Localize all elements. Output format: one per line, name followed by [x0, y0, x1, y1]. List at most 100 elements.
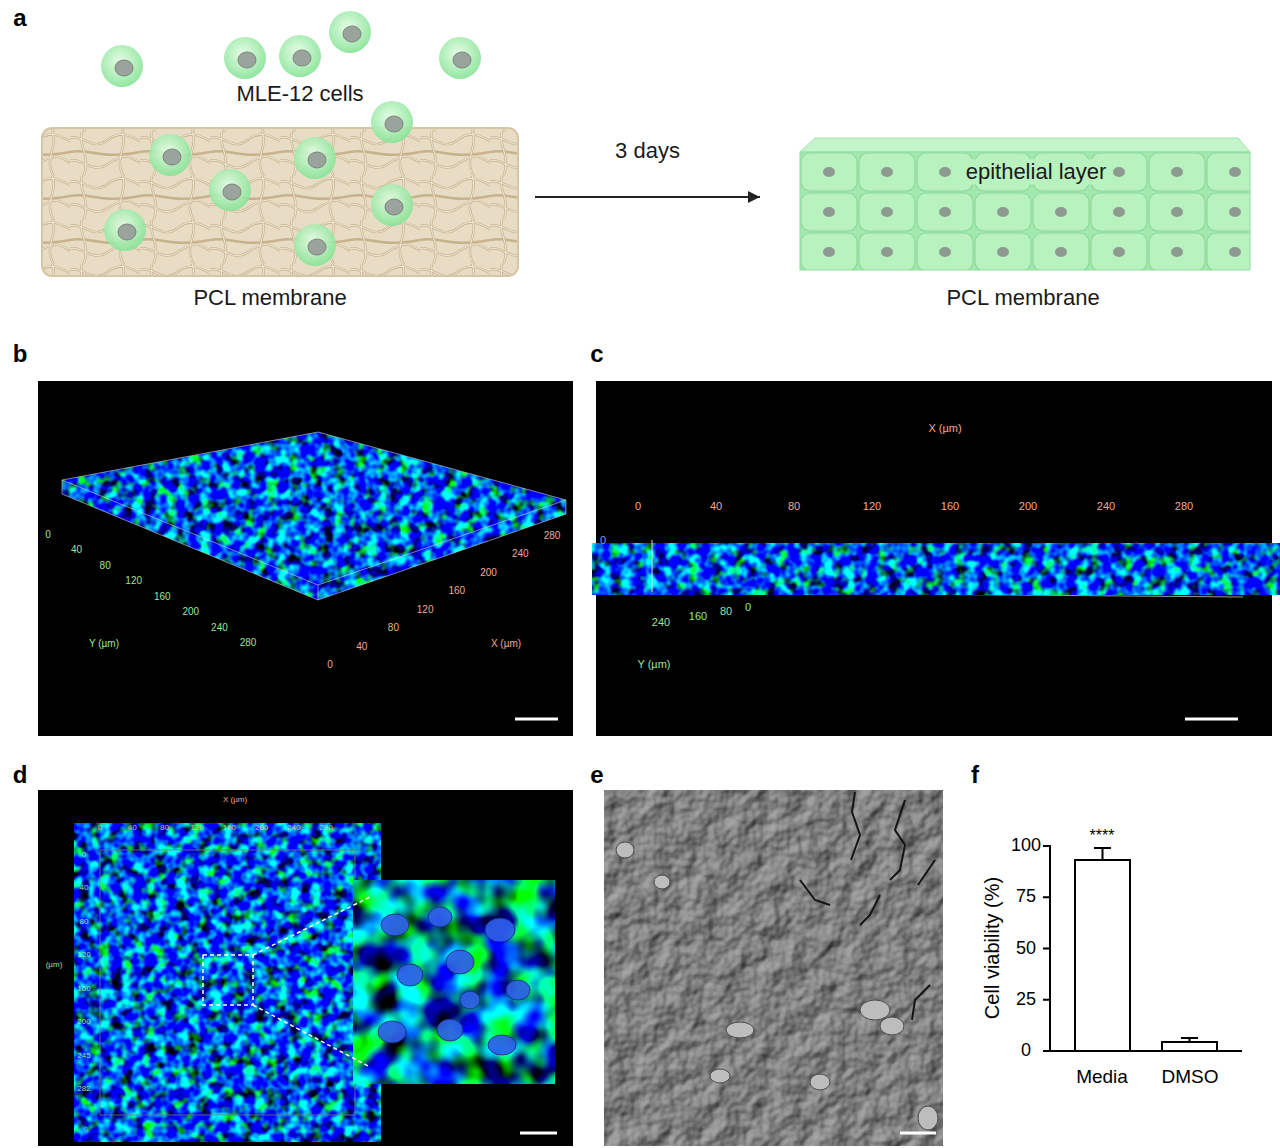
zoom-marker: [203, 897, 370, 1067]
cell: [371, 101, 413, 143]
axis-tick: 160: [689, 610, 707, 622]
cell: [453, 52, 471, 68]
axis-tick: 200: [255, 824, 268, 833]
bar-chart: [1043, 845, 1242, 1052]
cell: [329, 11, 371, 53]
cell: [115, 60, 133, 76]
cell: [371, 184, 413, 226]
axis-tick: 80: [788, 500, 800, 512]
zoom-marker: [203, 955, 253, 1005]
cracks: [800, 880, 830, 905]
epithelial-illustration: [800, 138, 1250, 270]
error-bar: [1094, 848, 1111, 860]
axis-tick: 240: [512, 548, 529, 559]
cell: [294, 137, 336, 179]
nuclei: [485, 918, 515, 942]
confocal-top-panel: [38, 790, 573, 1146]
axis-tick: 280: [240, 637, 257, 648]
cell-stain: [55, 425, 575, 610]
scale-bar: [900, 1132, 936, 1135]
cell: [104, 209, 146, 251]
cell: [294, 224, 336, 266]
category-label: Media: [1076, 1067, 1128, 1088]
cell: [223, 184, 241, 200]
axis-tick: 80: [80, 917, 89, 926]
axis-tick: 240: [211, 621, 228, 632]
nuclei: [446, 950, 474, 974]
layer-top: [800, 138, 1250, 152]
image-ground: [604, 790, 943, 1146]
axis-tick: 40: [80, 884, 89, 893]
zoom-marker: [253, 1005, 370, 1067]
nuclei: [381, 914, 409, 936]
axis-tick: 280: [544, 530, 561, 541]
axis-tick: 200: [77, 1018, 90, 1027]
cell: [163, 149, 181, 165]
cell-stain: [652, 548, 1243, 590]
axis-tick: 0: [635, 500, 641, 512]
axis-title: Y (µm): [637, 658, 670, 670]
axis-title: X (µm): [491, 638, 521, 649]
category-label: DMSO: [1162, 1067, 1219, 1088]
axis-tick: 120: [417, 603, 434, 614]
axis-tick: 282: [77, 1085, 90, 1094]
axis-tick: 200: [1019, 500, 1037, 512]
axis-tick: 240: [287, 824, 300, 833]
axis-title: X (µm): [223, 796, 247, 805]
axis-tick: 40: [710, 500, 722, 512]
axis-tick: 75: [1016, 887, 1036, 907]
cracks: [800, 792, 935, 1020]
process-arrow: [535, 196, 760, 198]
cell: [238, 52, 256, 68]
nuclei: [378, 907, 530, 1055]
cell-bodies: [616, 842, 634, 858]
image-ground: [38, 790, 573, 1146]
cell: [101, 45, 143, 87]
axis-tick: 80: [388, 622, 399, 633]
nuclei: [437, 1019, 463, 1041]
axis-tick: 160: [154, 590, 171, 601]
axis-tick: 0: [745, 601, 751, 613]
axis-tick: 40: [356, 640, 367, 651]
cell-stain: [100, 850, 355, 1115]
axis-title: X (µm): [928, 422, 961, 434]
nuclei: [488, 1035, 516, 1055]
cell: [209, 169, 251, 211]
cell: [224, 37, 266, 79]
cell: [279, 35, 321, 77]
cell: [439, 37, 481, 79]
axis-tick: 120: [77, 951, 90, 960]
axis-tick: 0: [1021, 1041, 1031, 1061]
cell: [439, 37, 481, 79]
axis-tick: 200: [480, 566, 497, 577]
scale-bar: [515, 718, 558, 721]
cell: [224, 37, 266, 79]
illustration-node: MLE-12 cellsPCL membrane: [40, 20, 535, 317]
axis-tick: 240: [1097, 500, 1115, 512]
cell: [385, 199, 403, 215]
axis-tick: 25: [1016, 990, 1036, 1010]
significance-mark: ****: [1090, 827, 1115, 845]
node-text: PCL membrane: [942, 285, 1103, 310]
scale-bar: [1185, 718, 1238, 721]
panel-letter: f: [971, 762, 979, 788]
error-bar: [1181, 1038, 1198, 1042]
cell: [343, 26, 361, 42]
axis-title: Y (µm): [89, 638, 119, 649]
panel-letter: e: [590, 762, 603, 788]
panel-letter: a: [13, 5, 26, 31]
axis-tick: 80: [160, 824, 169, 833]
axis-tick: 245: [77, 1051, 90, 1060]
membrane-illustration: [42, 128, 518, 276]
axis-tick: 0: [82, 851, 86, 860]
axis-tick: 100: [1011, 836, 1041, 856]
axis-tick: 120: [125, 575, 142, 586]
zoom-marker: [253, 897, 370, 955]
axis-tick: 50: [1016, 939, 1036, 959]
cell-bodies: [860, 1000, 890, 1020]
axis-title: Cell viability (%): [981, 877, 1003, 1019]
cell: [371, 184, 413, 226]
cell: [371, 101, 413, 143]
sem-surface: [604, 790, 943, 1146]
axis-tick: 160: [941, 500, 959, 512]
